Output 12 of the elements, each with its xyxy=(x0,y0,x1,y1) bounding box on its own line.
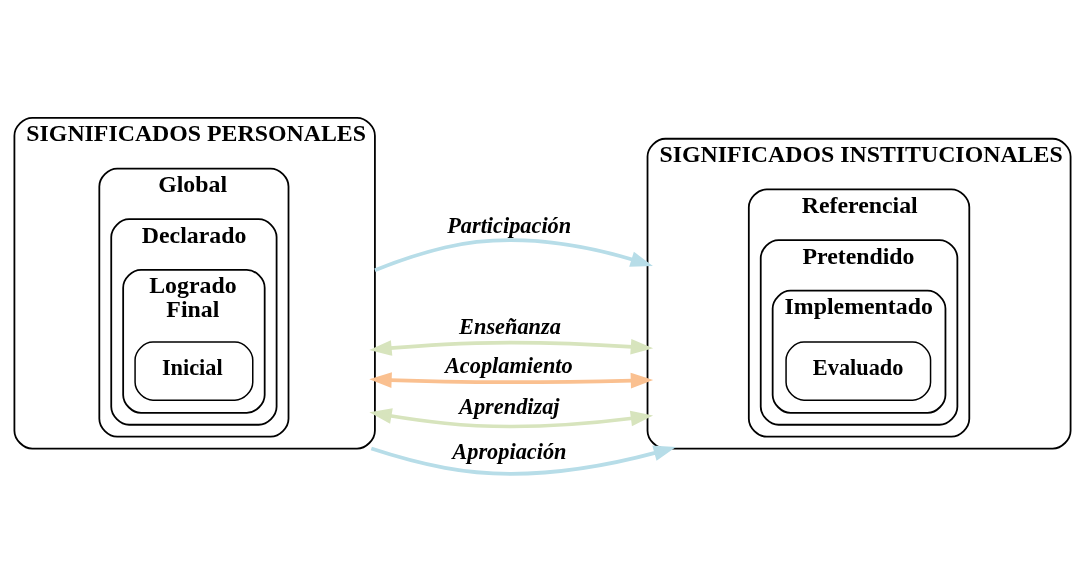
arrow xyxy=(374,238,653,272)
arrow xyxy=(370,445,676,476)
edge-label: Enseñanza xyxy=(459,313,561,339)
node-box: Evaluado xyxy=(785,341,932,401)
edge-label: Participación xyxy=(447,212,572,238)
node-box: Inicial xyxy=(134,341,254,401)
edge-label: Acoplamiento xyxy=(444,352,573,378)
edge-label: Apropiación xyxy=(452,439,567,465)
arrow xyxy=(369,372,654,389)
edge-label: Aprendizaj xyxy=(459,394,560,420)
arrow xyxy=(369,338,654,356)
arrow xyxy=(369,408,654,429)
